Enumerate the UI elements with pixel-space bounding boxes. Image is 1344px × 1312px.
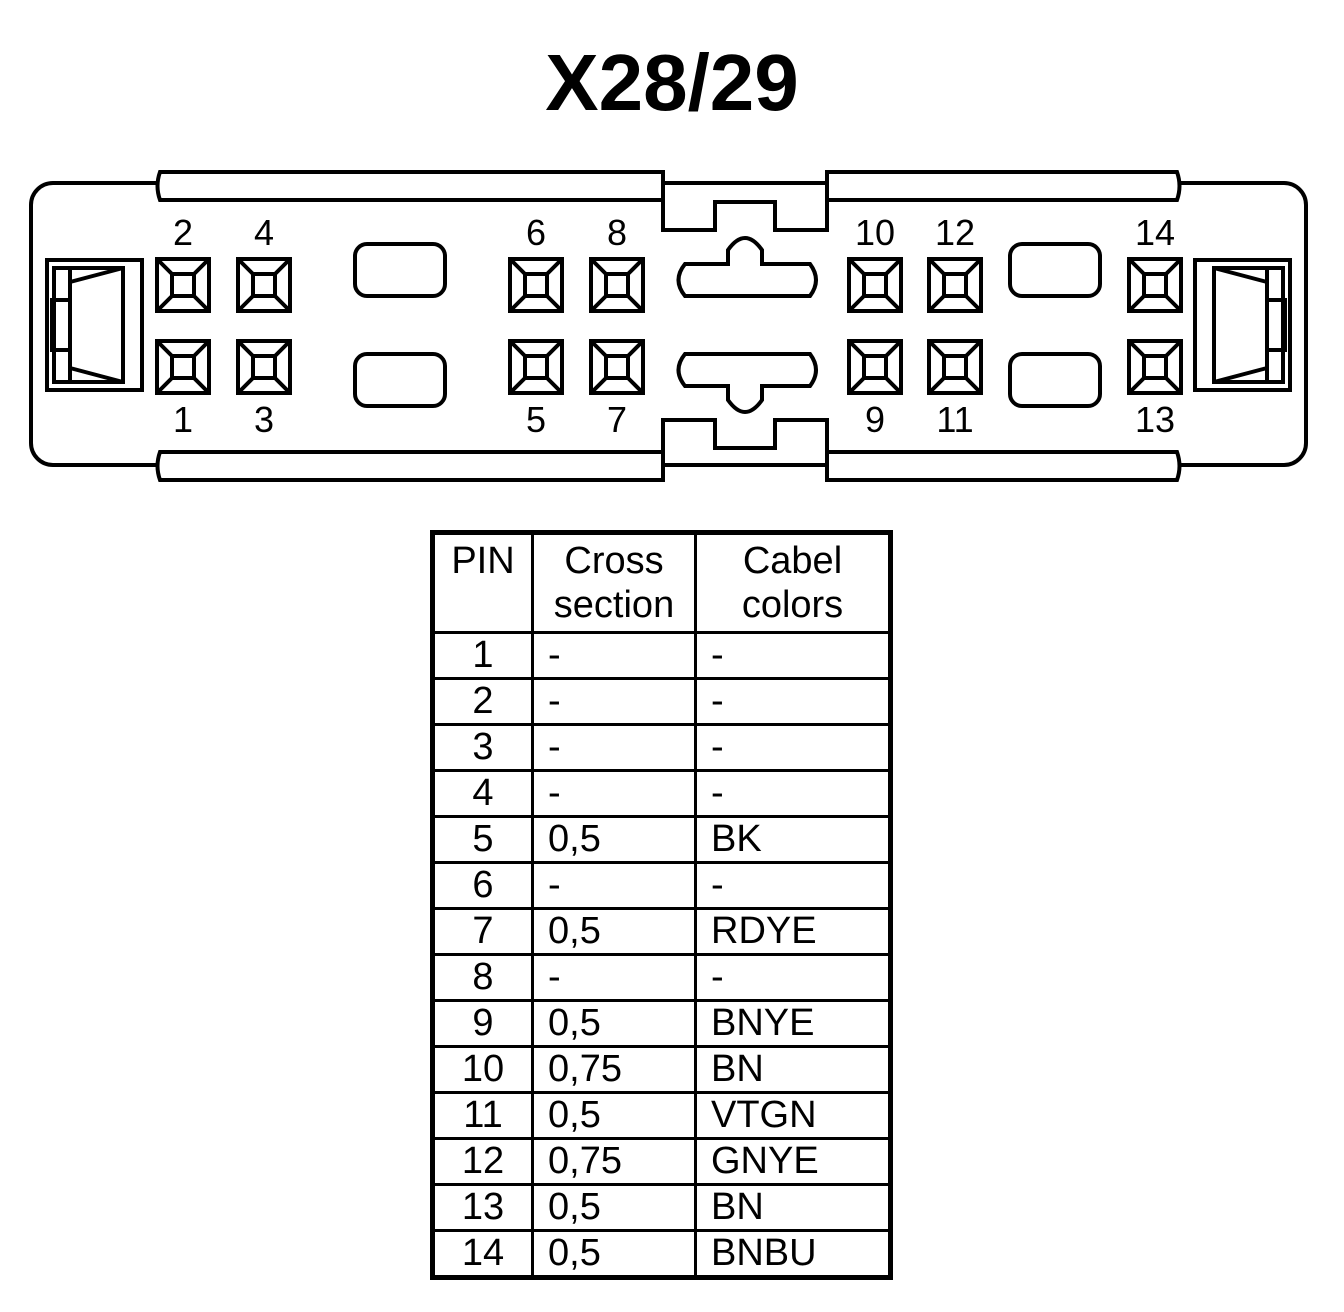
- pin-number: 8: [431, 953, 534, 1002]
- cross-section-value: 0,5: [531, 1183, 697, 1232]
- pin-number: 11: [431, 1091, 534, 1140]
- pin-cavity: [1127, 339, 1183, 395]
- header-cable-colors: Cabel colors: [694, 531, 892, 634]
- cross-section-value: 0,5: [531, 815, 697, 864]
- pin-label: 5: [526, 399, 546, 440]
- pin-label: 14: [1135, 212, 1175, 253]
- pin-cavity: [589, 339, 645, 395]
- cable-color-value: BN: [694, 1183, 892, 1232]
- table-row: 6--: [431, 861, 892, 910]
- cable-color-value: -: [694, 861, 892, 910]
- cross-section-value: -: [531, 723, 697, 772]
- pin-number: 1: [431, 631, 534, 680]
- pin-label: 11: [936, 399, 973, 440]
- table-row: 2--: [431, 677, 892, 726]
- connector-housing: [29, 170, 1308, 482]
- cable-color-value: -: [694, 953, 892, 1002]
- pin-label: 6: [526, 212, 546, 253]
- pin-cavity: [508, 257, 564, 313]
- pin-label: 13: [1135, 399, 1175, 440]
- cross-section-value: 0,5: [531, 1091, 697, 1140]
- pin-number: 5: [431, 815, 534, 864]
- pin-cavity: [589, 257, 645, 313]
- cross-section-value: 0,5: [531, 1229, 697, 1279]
- cable-color-value: BNYE: [694, 999, 892, 1048]
- table-header-row: PIN Cross section Cabel colors: [431, 531, 892, 634]
- cable-color-value: VTGN: [694, 1091, 892, 1140]
- pin-label: 9: [865, 399, 885, 440]
- pin-cavity: [508, 339, 564, 395]
- header-pin: PIN: [431, 531, 534, 634]
- pin-label: 3: [254, 399, 274, 440]
- pin-label: 8: [607, 212, 627, 253]
- cable-color-value: BN: [694, 1045, 892, 1094]
- pin-cavity: [236, 257, 292, 313]
- pin-label: 4: [254, 212, 274, 253]
- cross-section-value: 0,75: [531, 1137, 697, 1186]
- cable-color-value: RDYE: [694, 907, 892, 956]
- pin-number: 7: [431, 907, 534, 956]
- cable-color-value: -: [694, 631, 892, 680]
- pin-number: 2: [431, 677, 534, 726]
- pin-cavity: [236, 339, 292, 395]
- table-row: 8--: [431, 953, 892, 1002]
- pin-label: 1: [173, 399, 193, 440]
- cable-color-value: -: [694, 723, 892, 772]
- pin-number: 6: [431, 861, 534, 910]
- pin-label: 7: [607, 399, 627, 440]
- header-cross-section: Cross section: [531, 531, 697, 634]
- cable-color-value: BK: [694, 815, 892, 864]
- pin-cavity: [1127, 257, 1183, 313]
- cable-color-value: -: [694, 677, 892, 726]
- pin-label: 2: [173, 212, 193, 253]
- pin-assignment-table: PIN Cross section Cabel colors 1--2--3--…: [430, 530, 893, 1280]
- cable-color-value: -: [694, 769, 892, 818]
- cross-section-value: -: [531, 861, 697, 910]
- connector-title: X28/29: [545, 38, 799, 127]
- table-row: 1--: [431, 631, 892, 680]
- cross-section-value: 0,5: [531, 907, 697, 956]
- pin-number: 10: [431, 1045, 534, 1094]
- pin-number: 4: [431, 769, 534, 818]
- pin-cavity: [927, 257, 983, 313]
- pin-number: 9: [431, 999, 534, 1048]
- cross-section-value: -: [531, 631, 697, 680]
- pin-cavity: [155, 257, 211, 313]
- pin-cavities: [155, 257, 1183, 395]
- pin-cavity: [847, 257, 903, 313]
- pin-number: 12: [431, 1137, 534, 1186]
- table-row: 3--: [431, 723, 892, 772]
- cross-section-value: 0,5: [531, 999, 697, 1048]
- cross-section-value: -: [531, 677, 697, 726]
- cable-color-value: GNYE: [694, 1137, 892, 1186]
- pin-number: 13: [431, 1183, 534, 1232]
- pin-label: 10: [855, 212, 895, 253]
- pin-cavity: [927, 339, 983, 395]
- pin-cavity: [847, 339, 903, 395]
- cable-color-value: BNBU: [694, 1229, 892, 1279]
- pin-cavity: [155, 339, 211, 395]
- table-row: 4--: [431, 769, 892, 818]
- cross-section-value: -: [531, 769, 697, 818]
- cross-section-value: 0,75: [531, 1045, 697, 1094]
- cross-section-value: -: [531, 953, 697, 1002]
- pin-number: 14: [431, 1229, 534, 1279]
- pin-number: 3: [431, 723, 534, 772]
- pin-label: 12: [935, 212, 975, 253]
